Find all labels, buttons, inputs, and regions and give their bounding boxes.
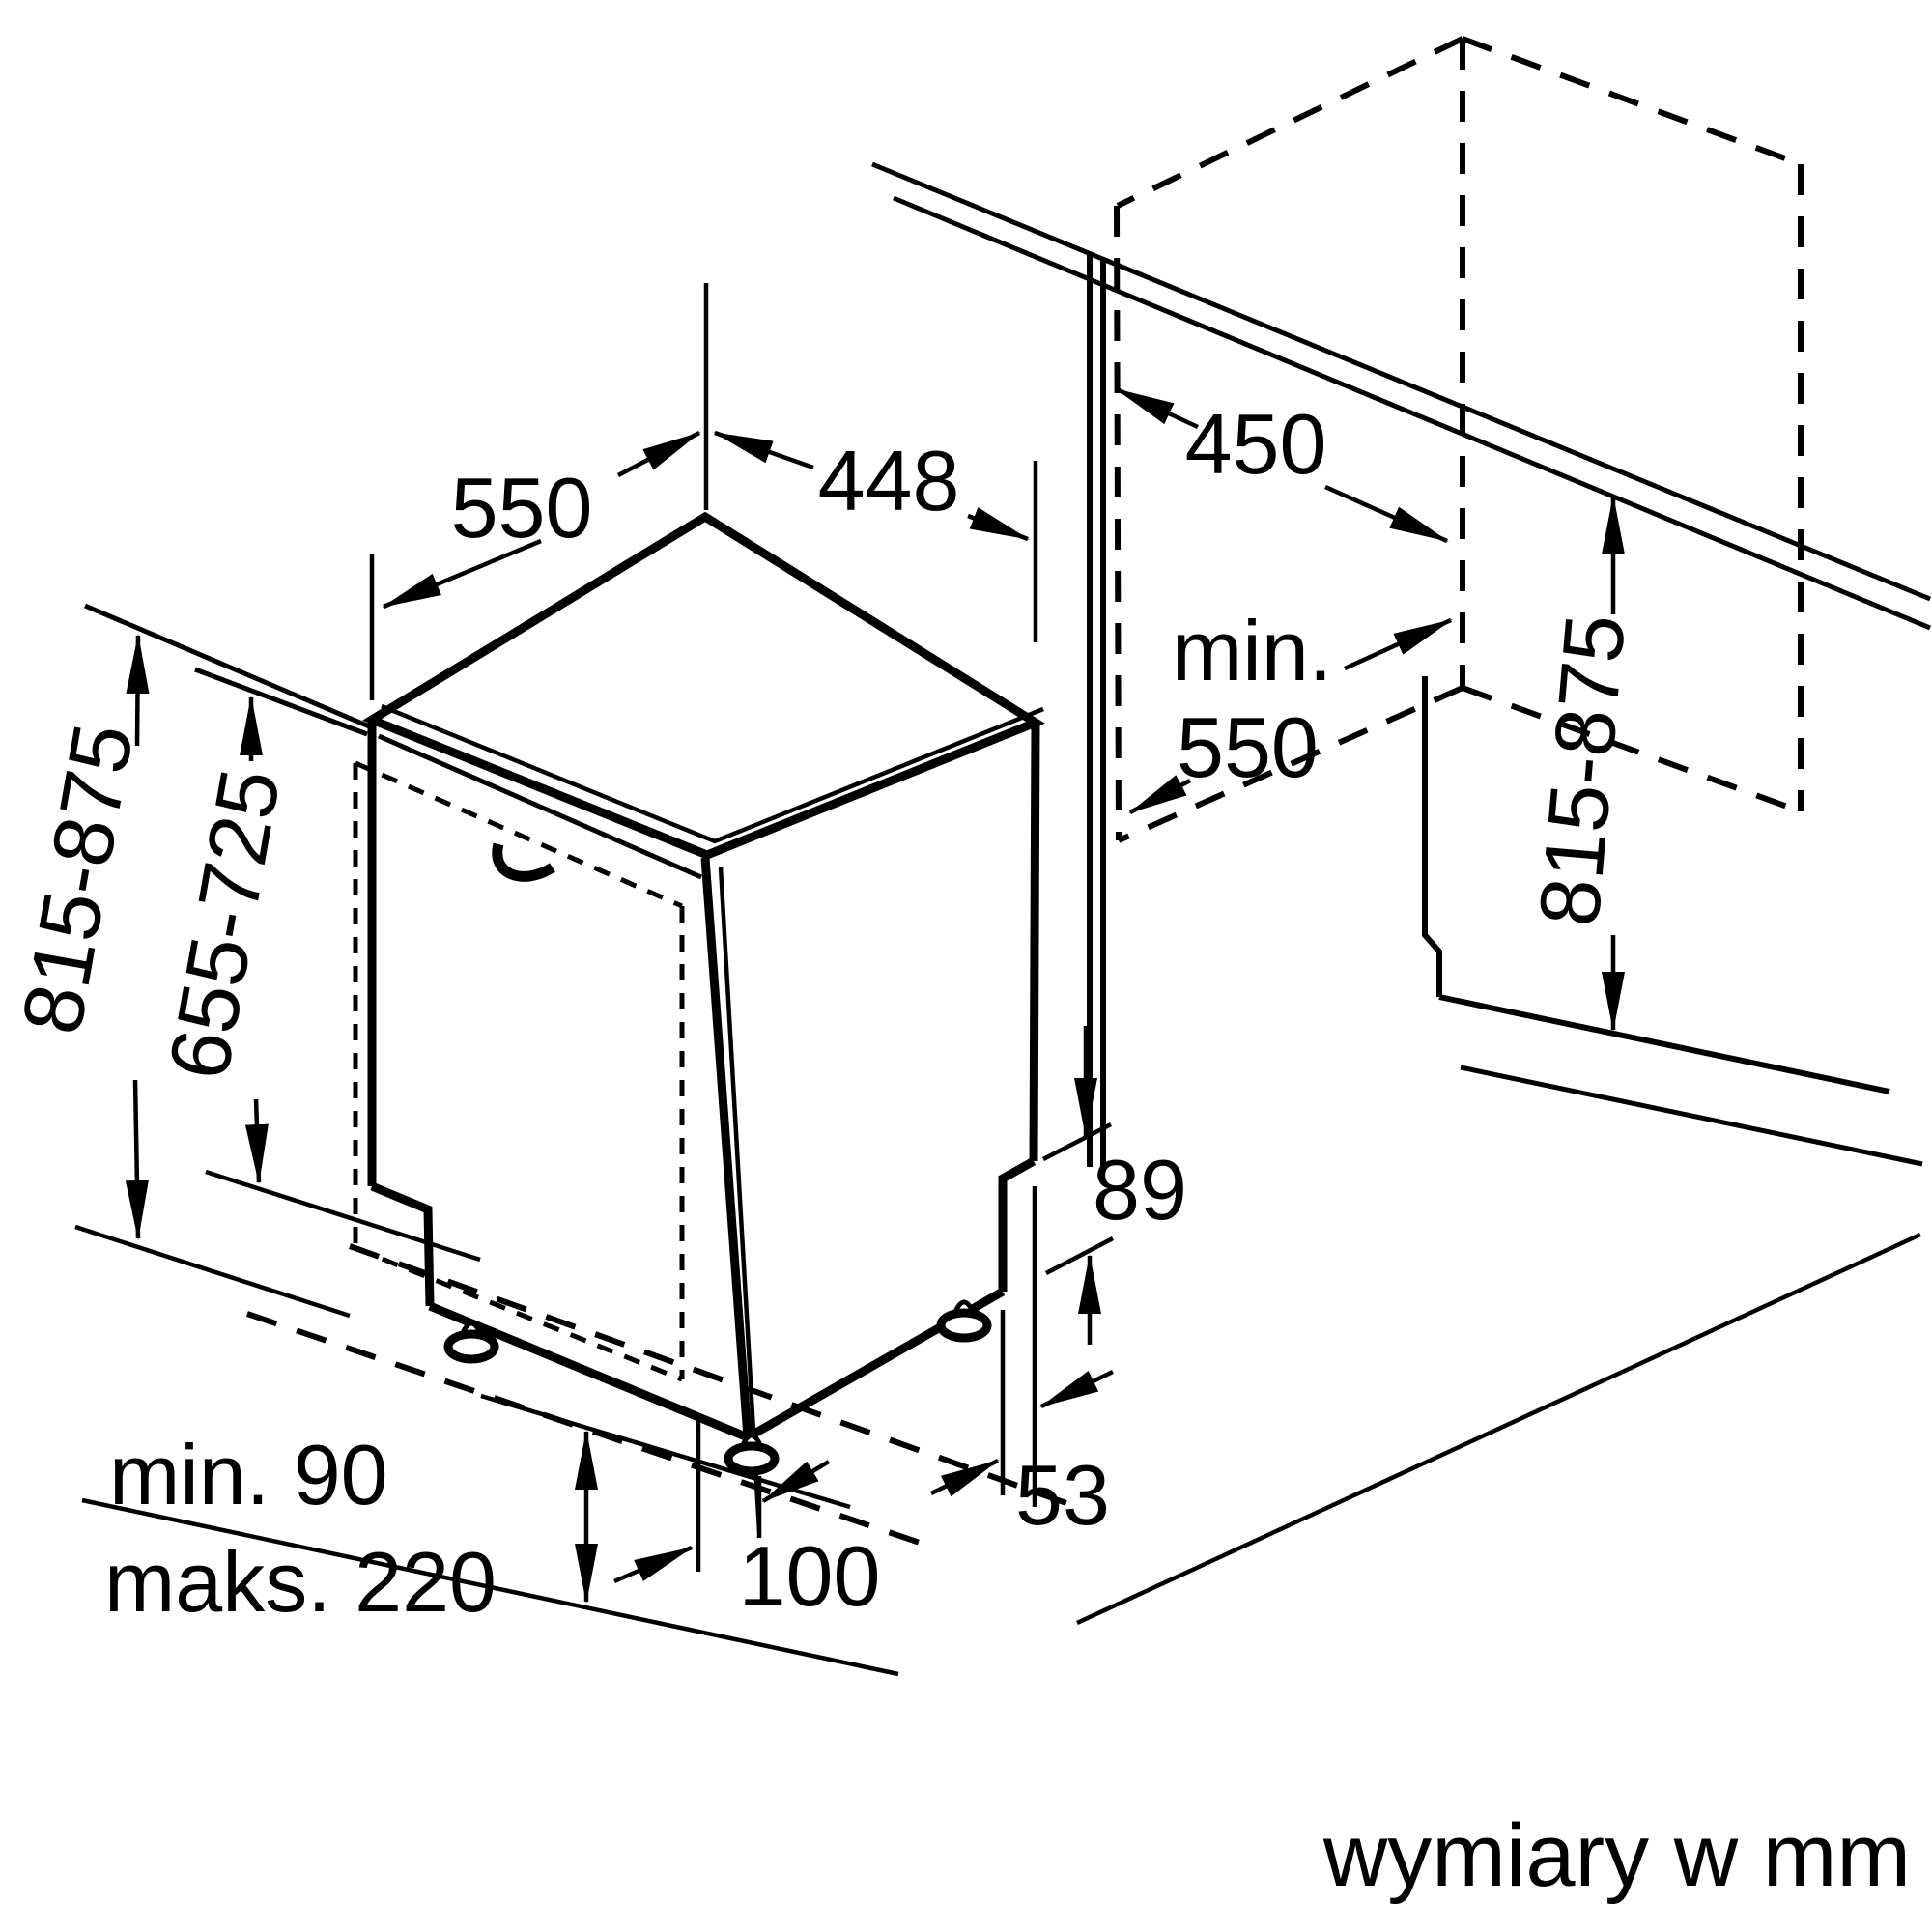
dimension-plinth-recess: 100: [613, 1420, 881, 1624]
dishwasher: [353, 511, 1045, 1532]
dimension-arrow: [1344, 617, 1453, 671]
adjustable-foot: [443, 1321, 499, 1364]
left-worktop-edge-line: [84, 603, 370, 729]
dishwasher-top-face-inner-edge: [381, 703, 1044, 844]
dishwasher-top-face: [362, 511, 1045, 860]
dimension-niche-height: 815-875: [1520, 495, 1643, 1032]
floor-line: [81, 1497, 899, 1677]
left-worktop: [84, 603, 370, 737]
niche-width-label: 450: [1185, 396, 1327, 492]
front-panel-height-label: 655-725: [150, 762, 298, 1086]
foot-base: [443, 1329, 499, 1364]
caption-units: wymiary w mm: [1322, 1806, 1911, 1905]
dimension-arrow: [613, 1545, 694, 1584]
appliance-height-label: 815-875: [3, 717, 152, 1040]
dimension-niche-depth: min. 550: [1128, 603, 1453, 814]
side-rear-edge: [1029, 722, 1040, 1162]
right-worktop-edge-line-2: [893, 195, 1931, 631]
door-bottom-edge: [428, 1301, 750, 1442]
dimension-arrow: [1128, 775, 1192, 814]
niche-height-label: 815-875: [1520, 611, 1643, 929]
dimension-arrow: [713, 430, 814, 470]
dimension-arrow: [616, 431, 701, 477]
dimension-appliance-depth: 550: [369, 283, 709, 700]
rear-step-depth-label: 53: [1015, 1447, 1110, 1543]
door-handle: [492, 842, 555, 882]
rear-plinth-notch: [998, 1157, 1037, 1292]
door-gap-line: [377, 733, 703, 880]
dimension-plinth-height: min. 90 maks. 220: [81, 1393, 899, 1677]
cavity-bottom-left-edge-dashed: [1117, 685, 1464, 843]
dimension-arrow: [1324, 484, 1449, 544]
dimension-arrow: [125, 1079, 149, 1240]
dimension-arrow: [967, 507, 1030, 542]
niche-cavity-dashed-box: [1114, 36, 1804, 843]
cavity-left-edge-dashed: [1114, 205, 1122, 841]
dimension-arrow: [761, 1460, 831, 1503]
rear-step-height-label: 89: [1093, 1142, 1187, 1237]
adjustable-foot: [936, 1299, 992, 1343]
hidden-plinth-floor-dashed-line: [246, 1311, 926, 1548]
dimension-rear-step-height: 89: [1041, 1026, 1187, 1345]
dimension-arrow: [126, 634, 150, 747]
front-corner-edge-inner: [718, 867, 762, 1532]
dimension-arrow: [382, 538, 542, 610]
appliance-width-label: 448: [818, 433, 960, 528]
appliance-depth-label: 550: [451, 460, 593, 555]
floor-reference-line: [74, 1224, 351, 1319]
panel-bottom-reference-line: [205, 1169, 481, 1263]
plinth-side-edge: [1422, 676, 1442, 997]
front-corner-edge: [700, 857, 753, 1438]
door-bottom-step: [370, 1181, 435, 1307]
dimension-appliance-width: 448: [713, 430, 1038, 642]
dimension-front-panel-height: 655-725: [150, 696, 481, 1263]
dimension-rear-step-depth: 53: [930, 1186, 1114, 1543]
floor-edge-line: [1076, 1232, 1921, 1626]
left-worktop-edge-line-2: [194, 667, 368, 737]
right-worktop: [871, 161, 1931, 631]
tick-line: [1044, 1236, 1115, 1275]
plinth-min-label: min. 90: [109, 1427, 388, 1522]
plinth-bottom-edge: [1460, 1065, 1923, 1167]
dimension-arrow: [930, 1458, 1000, 1497]
dimension-niche-width: 450: [1115, 386, 1449, 544]
adjustable-foot: [724, 1433, 780, 1476]
cavity-bottom-right-edge-dashed: [1461, 685, 1803, 814]
right-worktop-edge-line: [871, 161, 1931, 602]
dimension-arrow: [244, 1098, 269, 1184]
dimension-arrow: [1115, 386, 1199, 430]
niche-depth-prefix-label: min.: [1172, 603, 1332, 698]
cavity-top-left-edge-dashed: [1116, 36, 1464, 209]
plinth-max-label: maks. 220: [104, 1534, 497, 1630]
door-panel-dashed-outline: [353, 760, 685, 1382]
cavity-top-right-edge-dashed: [1461, 36, 1803, 167]
plinth-top-edge: [1438, 994, 1890, 1094]
foot-base: [936, 1308, 992, 1343]
plinth-recess-depth-label: 100: [739, 1528, 881, 1624]
tick-line: [1041, 1122, 1113, 1162]
niche-depth-value-label: 550: [1177, 699, 1319, 795]
dimension-arrow: [1039, 1369, 1114, 1409]
niche-side-wall: [1087, 253, 1106, 1167]
foot-base: [724, 1441, 780, 1476]
right-plinth-floor: [1076, 676, 1923, 1626]
